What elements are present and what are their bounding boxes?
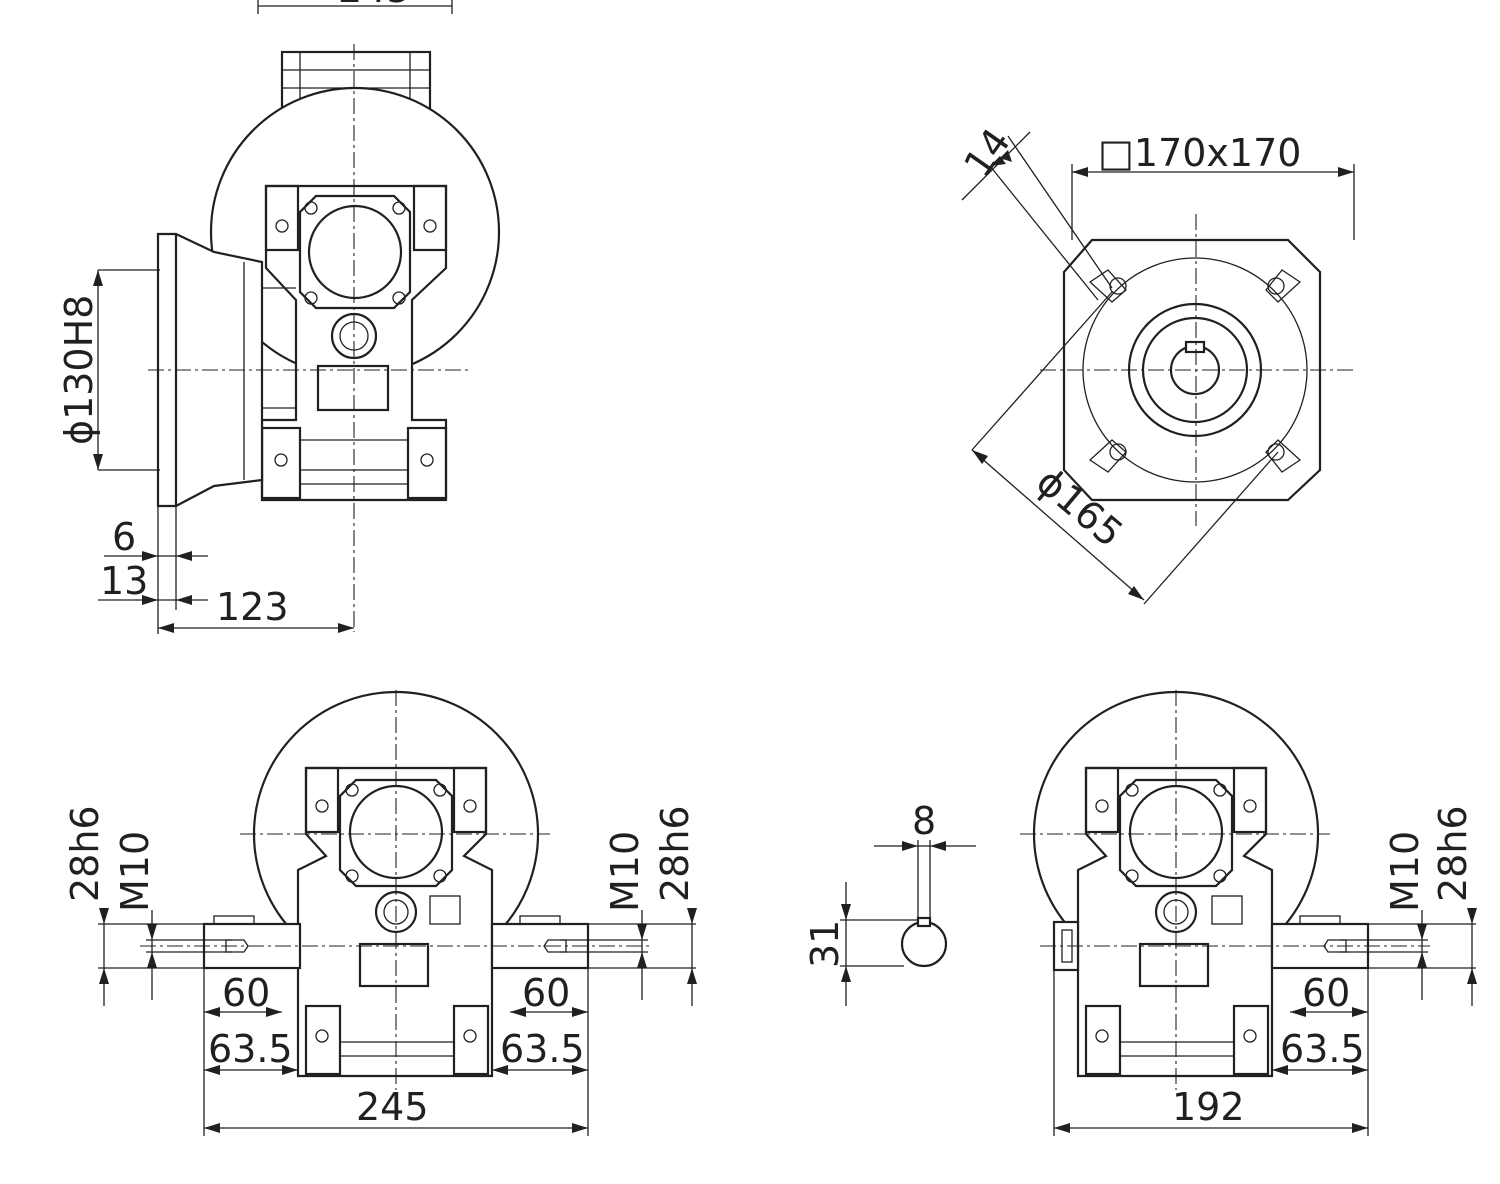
dim-shaft-len-right: 60 [522,971,570,1015]
dim-key-width: 8 [912,799,936,843]
front-view-single-shaft: 28h6 M10 60 63.5 192 [1020,690,1477,1136]
front-view-double-shaft: 28h6 M10 28h6 M10 60 60 63 [63,690,697,1136]
dim-thread-single: M10 [1383,831,1427,912]
dim-flange-offset: 13 [100,559,148,603]
dim-flange-to-center: 123 [216,585,289,629]
dim-top-partial: 245 [338,0,411,11]
shaft-section [900,920,948,968]
dim-shaft-len-left: 60 [222,971,270,1015]
dim-shaft-len-single: 60 [1302,971,1350,1015]
dim-shaft-dia-single: 28h6 [1431,805,1475,902]
dim-shaft-dia-left: 28h6 [63,805,107,902]
dim-overall-width-double: 245 [356,1085,429,1129]
dim-thread-right: M10 [603,831,647,912]
dim-thread-left: M10 [113,831,157,912]
dim-shaft-ext-left: 63.5 [208,1027,293,1071]
dim-overall-width-single: 192 [1172,1085,1245,1129]
dim-bolt-hole: 14 [955,120,1019,185]
side-view-top-left: 245 [57,0,501,634]
dim-flange-bore: ϕ130H8 [57,295,101,445]
shaft-key-detail: 8 31 [803,799,976,1006]
dim-shaft-dia-right: 28h6 [653,805,697,902]
dim-shaft-ext-single: 63.5 [1280,1027,1365,1071]
dim-shaft-ext-right: 63.5 [500,1027,585,1071]
flange-face-view: □170x170 14 ϕ165 [955,120,1355,605]
dim-flange-square: □170x170 [1098,131,1301,175]
input-bore-hatch [307,204,403,300]
dim-key-height: 31 [803,920,847,968]
dim-flange-thickness: 6 [112,515,136,559]
